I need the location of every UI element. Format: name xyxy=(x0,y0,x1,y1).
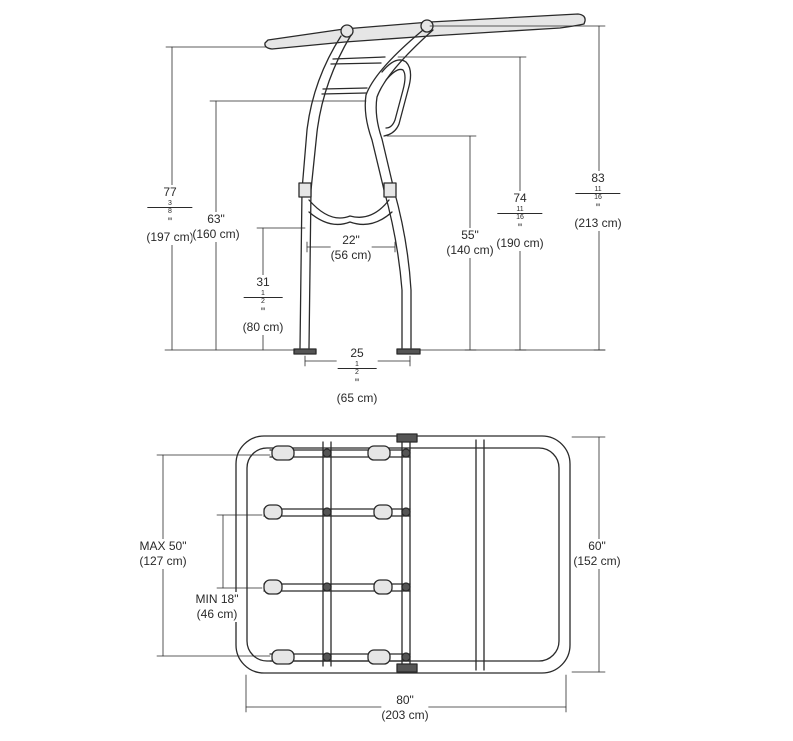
label-max-width: MAX 50" (127 cm) xyxy=(139,539,187,569)
hinge-left xyxy=(298,182,312,198)
top-view-dimension-lines xyxy=(156,436,606,713)
board-rack-bar-4 xyxy=(269,649,411,665)
tower-lower-brace xyxy=(308,199,390,219)
rail-clamps xyxy=(322,448,411,662)
tower-grab-handle xyxy=(381,59,412,137)
tower-front-leg xyxy=(299,35,342,349)
top-frame-outer xyxy=(235,435,571,674)
label-min-width: MIN 18" (46 cm) xyxy=(195,592,239,622)
hinge-block-bottom xyxy=(396,663,418,673)
tower-crossbar-upper xyxy=(332,56,386,60)
hinge-right xyxy=(383,182,397,198)
tower-crossbar-mid xyxy=(322,87,368,90)
hinge-block-top xyxy=(396,433,418,443)
top-frame-inner xyxy=(246,447,560,662)
tower-foot-right xyxy=(396,348,421,355)
label-length-80: 80" (203 cm) xyxy=(381,693,429,723)
tower-foot-left xyxy=(293,348,317,355)
label-depth-60: 60" (152 cm) xyxy=(573,539,621,569)
roof-clamp-left xyxy=(340,24,354,38)
board-rack-bar-2 xyxy=(263,504,411,520)
top-view-tower xyxy=(235,433,571,674)
side-view-tower xyxy=(264,13,586,355)
board-rack-bar-3 xyxy=(263,579,411,595)
label-height-55: 55" (140 cm) xyxy=(446,228,494,258)
board-rack-bar-1 xyxy=(269,445,411,461)
tower-rear-leg xyxy=(364,29,424,349)
label-height-63: 63" (160 cm) xyxy=(192,212,240,242)
label-width-22: 22" (56 cm) xyxy=(330,233,372,263)
